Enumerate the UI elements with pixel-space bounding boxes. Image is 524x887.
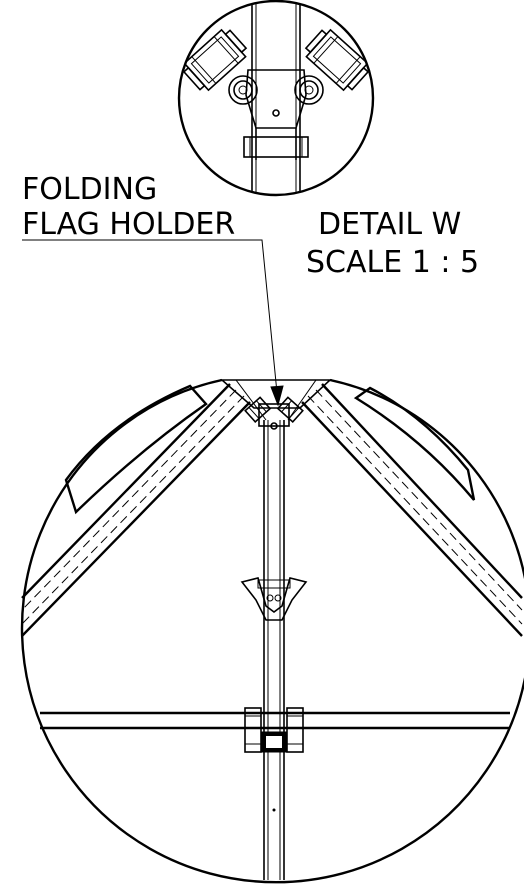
detail-scale: SCALE 1 : 5: [306, 245, 479, 280]
crossbar-clamp: [244, 707, 304, 753]
detail-title: DETAIL W: [318, 207, 461, 242]
pole-mid-bracket: [240, 577, 308, 621]
callout-label-line1: FOLDING: [22, 172, 157, 207]
right-crescent-fin: [353, 386, 476, 501]
horizontal-crossbar: [40, 711, 510, 730]
outer-boundary-arc: [20, 378, 524, 884]
left-crescent-fin: [64, 384, 208, 515]
folding-flag-holder: [244, 396, 304, 430]
detail-boundary-circle: [177, 0, 375, 197]
detail-w-view: [177, 0, 375, 197]
center-pole: [263, 420, 285, 880]
main-view: [20, 378, 524, 884]
callout-label-line2: FLAG HOLDER: [22, 207, 235, 242]
callout-leader-line: [22, 239, 284, 407]
